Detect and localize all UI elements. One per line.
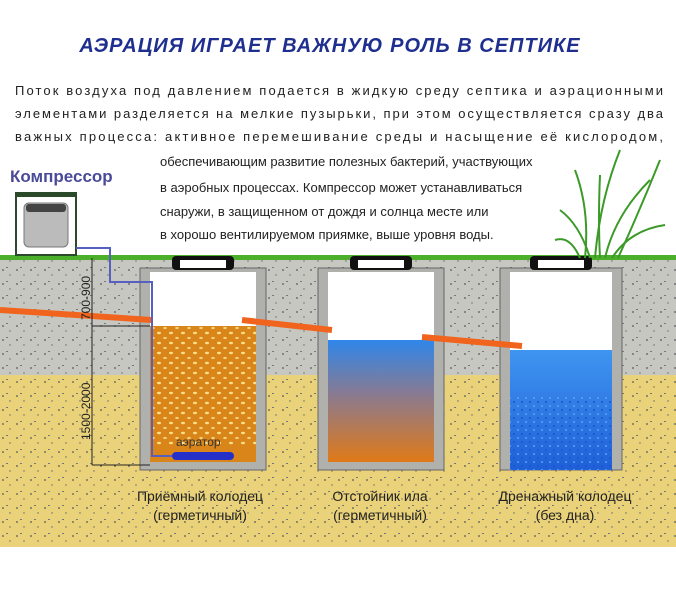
compressor-label: Компрессор <box>10 167 113 186</box>
tank-name: Дренажный колодец <box>499 488 632 504</box>
page-title: АЭРАЦИЯ ИГРАЕТ ВАЖНУЮ РОЛЬ В СЕПТИКЕ <box>78 35 580 57</box>
paragraph-line: обеспечивающим развитие полезных бактери… <box>160 154 533 169</box>
dimension-upper: 700-900 <box>79 276 93 320</box>
paragraph-line: снаружи, в защищенном от дождя и солнца … <box>160 204 488 219</box>
paragraph-line: в аэробных процессах. Компрессор может у… <box>160 180 522 195</box>
description-text: Поток воздуха под давлением подается в ж… <box>15 83 664 242</box>
grass-line <box>0 255 676 260</box>
sludge-tank <box>317 256 445 471</box>
tank-note: (без дна) <box>536 507 595 523</box>
air-hose <box>76 247 172 457</box>
dimension-lower: 1500-2000 <box>79 382 93 440</box>
aerator-element <box>172 452 234 460</box>
paragraph-line: Поток воздуха под давлением подается в ж… <box>15 83 663 98</box>
tank-name: Отстойник ила <box>332 488 428 504</box>
tank-note: (герметичный) <box>153 507 247 523</box>
dimension-lines <box>91 258 150 466</box>
drainage-tank <box>499 256 623 471</box>
tank-name: Приёмный колодец <box>137 488 263 504</box>
tank-note: (герметичный) <box>333 507 427 523</box>
paragraph-line: важных процесса: активное перемешивание … <box>15 129 663 144</box>
receiving-tank <box>139 256 267 471</box>
sewage-pipes <box>0 307 523 349</box>
paragraph-line: в хорошо вентилируемом приямке, выше уро… <box>160 227 494 242</box>
paragraph-line: элементами разделяется на мелкие пузырьк… <box>15 106 664 121</box>
aerator-label: аэратор <box>176 435 221 449</box>
compressor-icon <box>15 192 77 256</box>
grass-icon <box>554 149 666 259</box>
